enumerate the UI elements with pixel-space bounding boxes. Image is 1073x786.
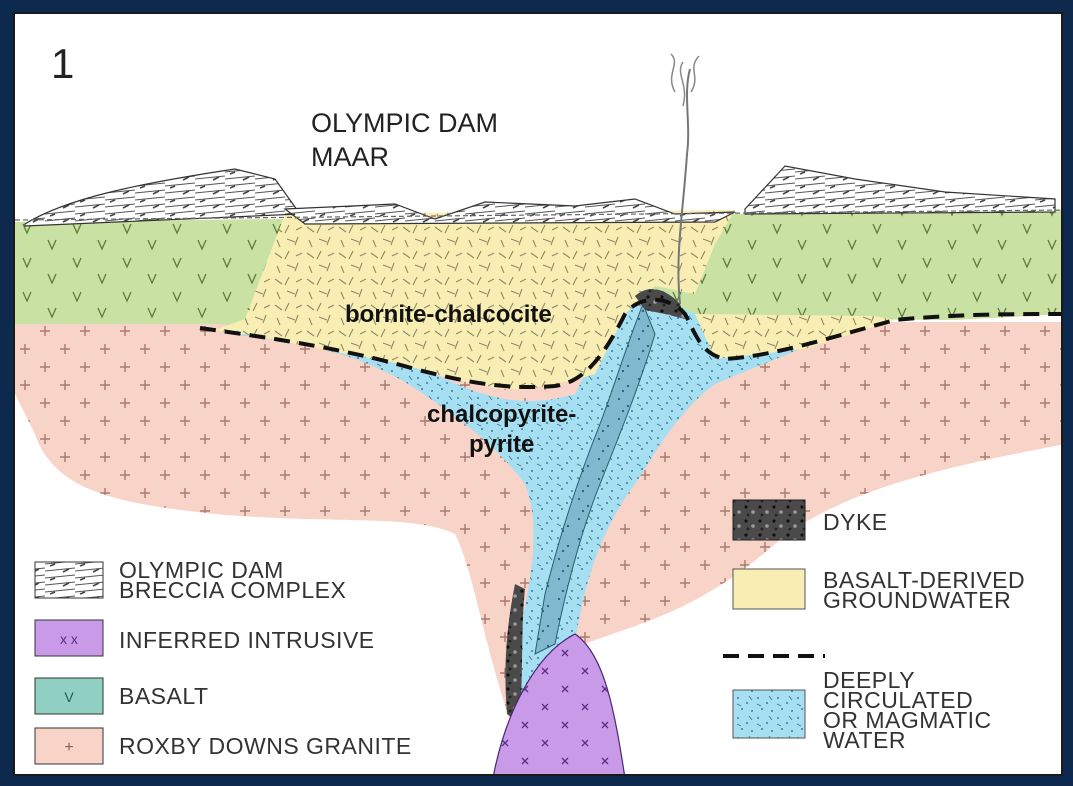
- legend-breccia-swatch: [35, 562, 103, 598]
- legend-basalt-symbol: V: [64, 689, 74, 705]
- legend-granite-label: ROXBY DOWNS GRANITE: [119, 736, 412, 756]
- legend-breccia-label: OLYMPIC DAM BRECCIA COMPLEX: [119, 560, 346, 600]
- legend-granite-symbol: +: [64, 739, 73, 756]
- legend-deep-water-swatch: [733, 690, 805, 738]
- label-bornite-chalcocite: bornite-chalcocite: [345, 300, 552, 330]
- diagram-frame: x x V + 1 OLYMPIC DAM MAAR bornite-chalc…: [13, 12, 1063, 776]
- legend-groundwater-label: BASALT-DERIVED GROUNDWATER: [823, 570, 1025, 610]
- figure-number: 1: [51, 40, 74, 88]
- cross-section-diagram: x x V +: [15, 14, 1063, 776]
- legend-intrusive-label: INFERRED INTRUSIVE: [119, 630, 375, 650]
- diagram-title: OLYMPIC DAM MAAR: [311, 106, 498, 174]
- breccia-right: [745, 166, 1055, 214]
- breccia-center: [285, 199, 735, 224]
- legend-dyke-swatch: [733, 500, 805, 540]
- legend-dyke-label: DYKE: [823, 512, 888, 532]
- label-chalcopyrite-pyrite: chalcopyrite- pyrite: [427, 400, 576, 460]
- legend-intrusive-symbol: x x: [60, 631, 78, 647]
- legend-groundwater-swatch: [733, 569, 805, 609]
- legend-deep-water-label: DEEPLY CIRCULATED OR MAGMATIC WATER: [823, 670, 992, 750]
- legend-basalt-label: BASALT: [119, 686, 209, 706]
